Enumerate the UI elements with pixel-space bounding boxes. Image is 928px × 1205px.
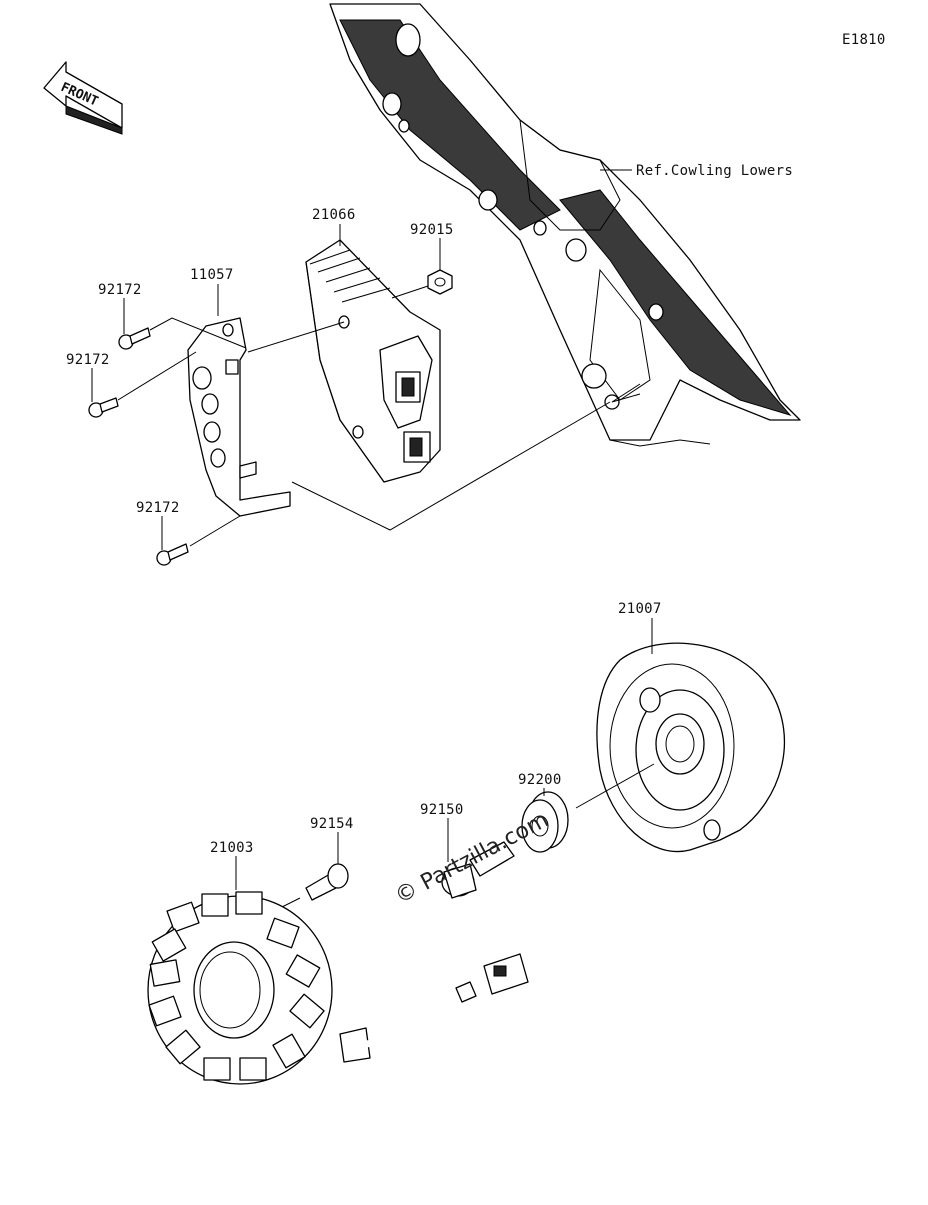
frame-cowling-structure	[329, 3, 801, 447]
watermark: © Partzilla.com	[391, 808, 553, 910]
part-label-92015: 92015	[410, 222, 454, 238]
stator-bolt	[305, 863, 349, 901]
part-label-92150: 92150	[420, 802, 464, 818]
part-label-21003: 21003	[210, 840, 254, 856]
rotor-bolt	[441, 841, 515, 899]
screw	[118, 327, 151, 350]
nut	[427, 269, 453, 295]
part-label-92172-middle: 92172	[66, 352, 110, 368]
part-label-92172-top: 92172	[98, 282, 142, 298]
figure-code: E1810	[842, 32, 886, 48]
part-label-92200: 92200	[518, 772, 562, 788]
part-label-92172-bottom: 92172	[136, 500, 180, 516]
stator-coil	[147, 891, 529, 1085]
flywheel-rotor	[596, 642, 786, 853]
part-label-92154: 92154	[310, 816, 354, 832]
bracket	[187, 317, 291, 517]
reference-note: Ref.Cowling Lowers	[636, 163, 793, 179]
regulator-rectifier	[305, 239, 441, 483]
screw	[156, 543, 189, 566]
front-direction-arrow: FRONT	[43, 61, 123, 135]
part-label-21066: 21066	[312, 207, 356, 223]
part-label-11057: 11057	[190, 267, 234, 283]
washer	[521, 791, 569, 853]
screw	[88, 397, 119, 418]
part-label-21007: 21007	[618, 601, 662, 617]
